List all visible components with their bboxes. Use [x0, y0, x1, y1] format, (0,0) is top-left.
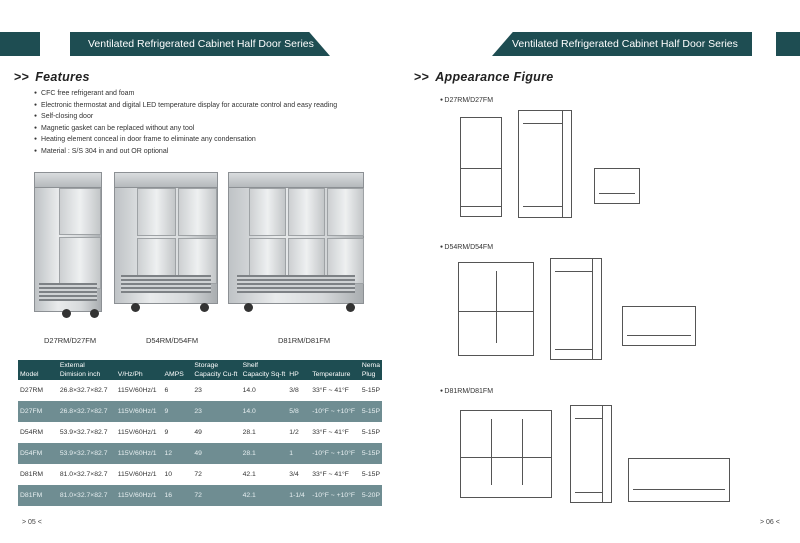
cell-hp: 5/8 — [289, 408, 299, 415]
cell-shelf: 14.0 — [242, 408, 256, 415]
drawing-label-d81: D81RM/D81FM — [440, 388, 493, 395]
table-row: D81RM 81.0×32.7×82.7 115V/60Hz/1 10 72 42.1 3/… — [18, 464, 382, 485]
left-page: Ventilated Refrigerated Cabinet Half Doo… — [0, 0, 400, 543]
table-row: D81FM 81.0×32.7×82.7 115V/60Hz/1 16 72 42.1 1-… — [18, 485, 382, 506]
features-title: Features — [35, 70, 90, 84]
cell-hp: 1-1/4 — [289, 492, 305, 499]
drawing-label-d54: D54RM/D54FM — [440, 244, 493, 251]
table-row: D54RM 53.9×32.7×82.7 115V/60Hz/1 9 49 28.1 1/2… — [18, 422, 382, 443]
features-heading: >> Features — [14, 70, 90, 84]
appearance-heading: >> Appearance Figure — [414, 70, 554, 84]
cell-amps: 16 — [164, 492, 173, 499]
header-title-left: Ventilated Refrigerated Cabinet Half Doo… — [70, 32, 330, 56]
cell-temperature: 33°F ~ 41°F — [312, 429, 349, 436]
cell-dimension: 81.0×32.7×82.7 — [59, 471, 108, 478]
cell-shelf: 28.1 — [242, 450, 256, 457]
cell-hp: 1 — [289, 450, 294, 457]
cell-amps: 9 — [164, 408, 169, 415]
cell-storage: 72 — [194, 471, 202, 478]
cell-hp: 1/2 — [289, 429, 299, 436]
cell-storage: 49 — [194, 429, 202, 436]
cell-storage: 72 — [194, 492, 202, 499]
cell-dimension: 26.8×32.7×82.7 — [59, 408, 108, 415]
cell-shelf: 28.1 — [242, 429, 256, 436]
appearance-arrow: >> — [414, 70, 430, 84]
cell-model: D54FM — [20, 450, 43, 457]
page-number-right: > 06 < — [760, 519, 780, 526]
feature-item: Magnetic gasket can be replaced without … — [34, 123, 337, 135]
table-row: D27RM 26.8×32.7×82.7 115V/60Hz/1 6 23 14.0 3/8… — [18, 380, 382, 401]
cell-voltage: 115V/60Hz/1 — [117, 471, 157, 478]
cell-voltage: 115V/60Hz/1 — [117, 492, 157, 499]
col-header: Temperature — [312, 371, 351, 378]
cell-temperature: -10°F ~ +10°F — [312, 408, 356, 415]
cell-model: D27RM — [20, 387, 44, 394]
cell-dimension: 26.8×32.7×82.7 — [59, 387, 108, 394]
cell-model: D27FM — [20, 408, 43, 415]
cell-temperature: 33°F ~ 41°F — [312, 387, 349, 394]
col-header: V/Hz/Ph — [117, 371, 143, 378]
cell-dimension: 81.0×32.7×82.7 — [59, 492, 108, 499]
table-row: D27FM 26.8×32.7×82.7 115V/60Hz/1 9 23 14.0 5/8… — [18, 401, 382, 422]
header-teal-block-right — [776, 32, 800, 56]
cell-plug: 5-15P — [361, 450, 380, 457]
col-header: Model — [20, 371, 39, 378]
cell-storage: 23 — [194, 387, 202, 394]
col-header: AMPS — [164, 371, 184, 378]
cell-temperature: -10°F ~ +10°F — [312, 492, 356, 499]
cell-storage: 23 — [194, 408, 202, 415]
caption-d27: D27RM/D27FM — [44, 336, 97, 345]
caption-d81: D81RM/D81FM — [278, 336, 331, 345]
cell-plug: 5-15P — [361, 471, 380, 478]
cell-dimension: 53.9×32.7×82.7 — [59, 450, 108, 457]
page-number-left: > 05 < — [22, 519, 42, 526]
cell-voltage: 115V/60Hz/1 — [117, 387, 157, 394]
cell-amps: 10 — [164, 471, 173, 478]
features-arrow: >> — [14, 70, 30, 84]
cell-storage: 49 — [194, 450, 202, 457]
cell-dimension: 53.9×32.7×82.7 — [59, 429, 108, 436]
cell-shelf: 42.1 — [242, 492, 256, 499]
cell-model: D81FM — [20, 492, 43, 499]
header-teal-block-left — [0, 32, 40, 56]
cell-voltage: 115V/60Hz/1 — [117, 408, 157, 415]
caption-d54: D54RM/D54FM — [146, 336, 199, 345]
cell-model: D81RM — [20, 471, 44, 478]
cell-plug: 5-15P — [361, 408, 380, 415]
cell-amps: 6 — [164, 387, 169, 394]
feature-item: CFC free refrigerant and foam — [34, 88, 337, 100]
feature-item: Electronic thermostat and digital LED te… — [34, 100, 337, 112]
features-list: CFC free refrigerant and foam Electronic… — [34, 88, 337, 157]
cell-voltage: 115V/60Hz/1 — [117, 429, 157, 436]
cell-temperature: -10°F ~ +10°F — [312, 450, 356, 457]
cell-plug: 5-15P — [361, 387, 380, 394]
cell-amps: 9 — [164, 429, 169, 436]
cell-hp: 3/4 — [289, 471, 299, 478]
cell-amps: 12 — [164, 450, 173, 457]
appearance-title: Appearance Figure — [435, 70, 554, 84]
col-header: HP — [289, 371, 299, 378]
cell-shelf: 42.1 — [242, 471, 256, 478]
drawing-label-d27: D27RM/D27FM — [440, 97, 493, 104]
header-title-right: Ventilated Refrigerated Cabinet Half Doo… — [492, 32, 752, 56]
right-page: Ventilated Refrigerated Cabinet Half Doo… — [400, 0, 800, 543]
cell-plug: 5-15P — [361, 429, 380, 436]
cell-shelf: 14.0 — [242, 387, 256, 394]
feature-item: Material : S/S 304 in and out OR optiona… — [34, 146, 337, 158]
feature-item: Self-closing door — [34, 111, 337, 123]
cell-temperature: 33°F ~ 41°F — [312, 471, 349, 478]
cell-voltage: 115V/60Hz/1 — [117, 450, 157, 457]
table-row: D54FM 53.9×32.7×82.7 115V/60Hz/1 12 49 28.1 1 -… — [18, 443, 382, 464]
cell-hp: 3/8 — [289, 387, 299, 394]
cell-plug: 5-20P — [361, 492, 380, 499]
feature-item: Heating element conceal in door frame to… — [34, 134, 337, 146]
cell-model: D54RM — [20, 429, 44, 436]
